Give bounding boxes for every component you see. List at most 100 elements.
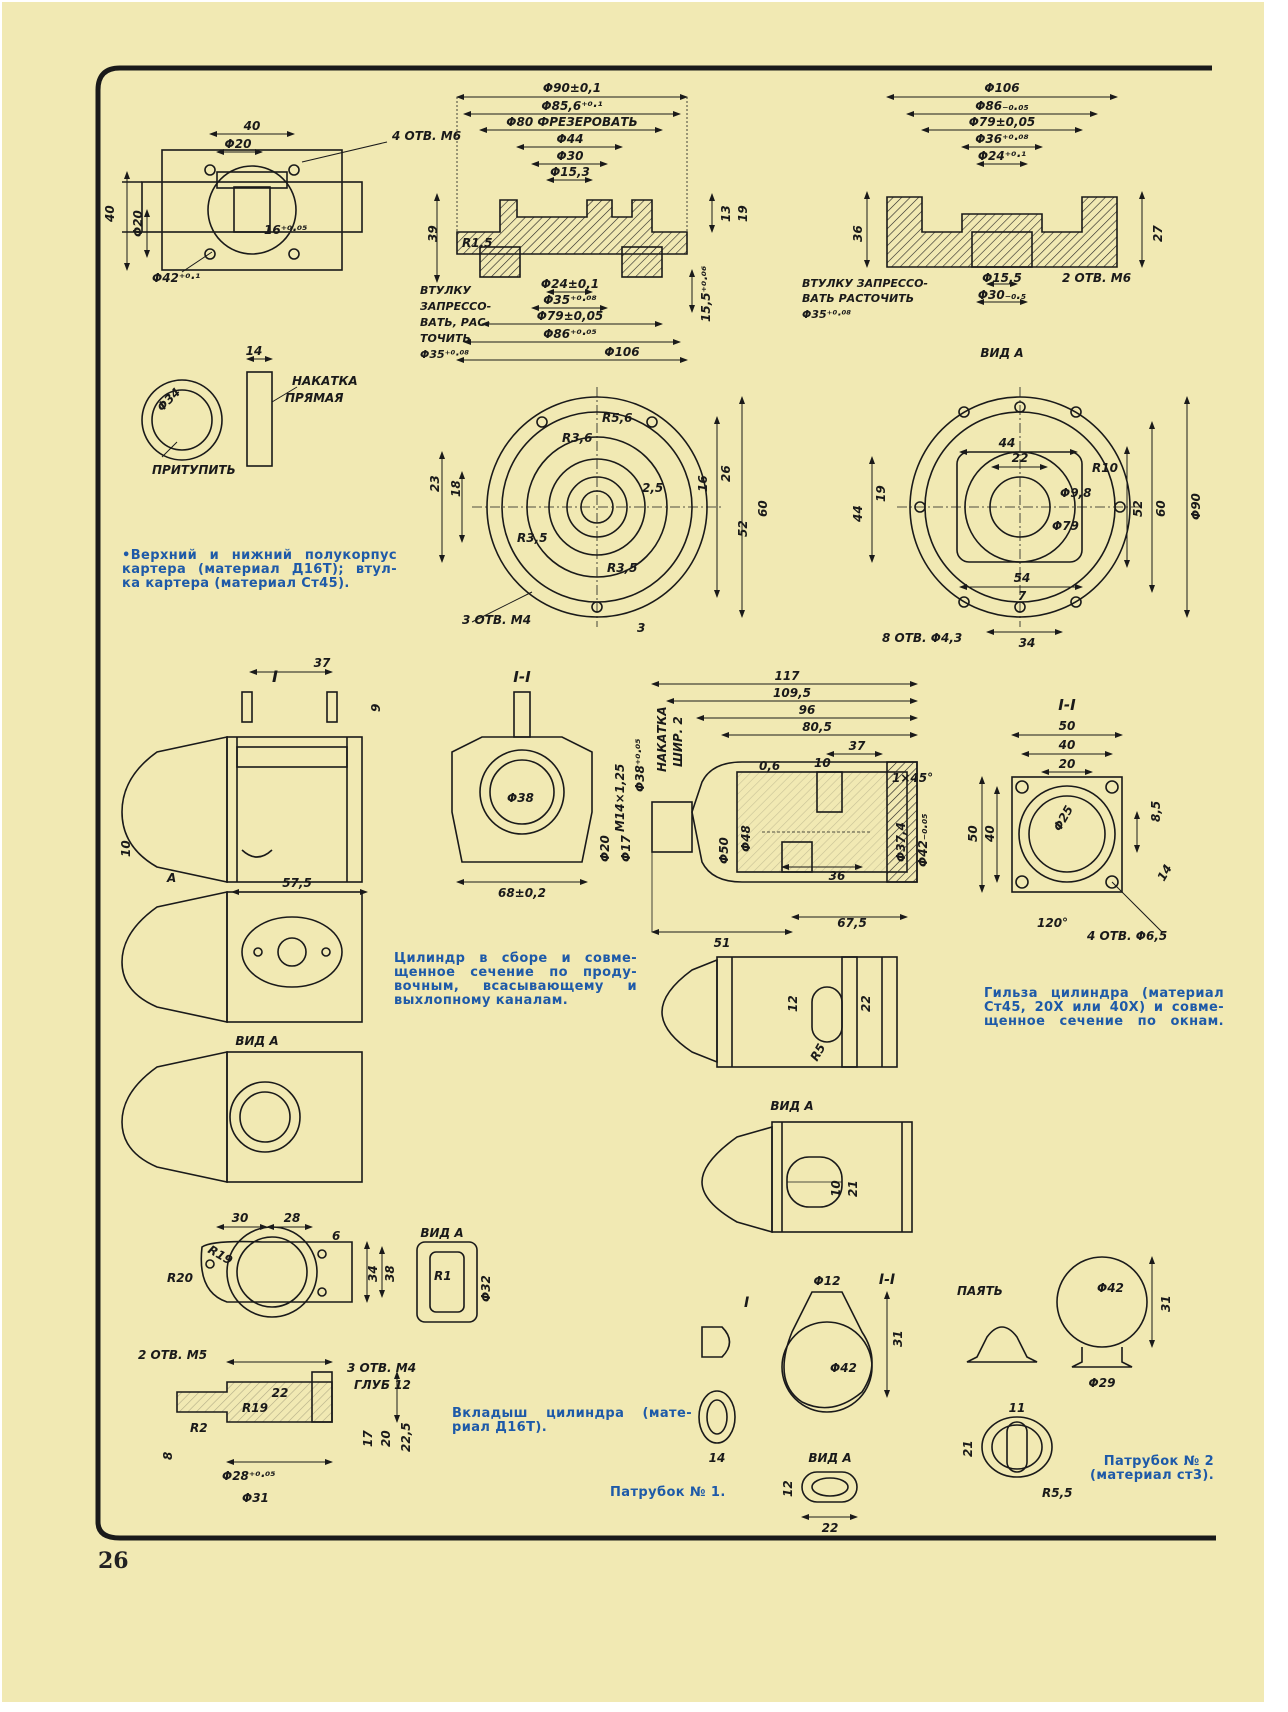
dim-d153: Φ15,3: [550, 165, 590, 179]
i-r19: R19: [206, 1242, 235, 1267]
bush-note-3: ВАТЬ, РАС-: [420, 316, 490, 329]
liner-m14: М14×1,25: [613, 764, 627, 832]
g-120: 120°: [1037, 916, 1068, 930]
r-d155: Φ15,5: [982, 271, 1022, 285]
dim-13: 13: [719, 205, 733, 222]
c-arrow-a: А: [166, 871, 176, 885]
liner-vid-a: ВИД А: [770, 1099, 813, 1113]
liner-10b: 10: [829, 1180, 843, 1197]
knurl-label: НАКАТКА: [292, 374, 358, 388]
g-50v: 50: [966, 825, 980, 842]
i-depth: ГЛУБ 12: [354, 1378, 411, 1392]
liner-d374: Φ37,4: [894, 822, 908, 862]
dim-d86: Φ86⁺⁰·⁰⁵: [543, 327, 597, 341]
dim-39: 39: [426, 225, 440, 242]
liner-section: [651, 681, 918, 1234]
liner-37: 37: [849, 739, 866, 753]
liner-d20: Φ20: [598, 835, 612, 862]
bushing-view: [141, 356, 298, 467]
p-14: 14: [709, 1451, 726, 1465]
dim-d106: Φ106: [604, 345, 639, 359]
r2-r10: R10: [1092, 461, 1118, 475]
r2-44: 44: [998, 436, 1016, 450]
l-25: 2,5: [642, 481, 663, 495]
caption-pipe-1: Патрубок № 1.: [610, 1485, 726, 1500]
r-note-1: ВТУЛКУ ЗАПРЕССО-: [802, 277, 928, 290]
l-52: 52: [736, 520, 750, 537]
liner-675: 67,5: [837, 916, 867, 930]
r-d24: Φ24⁺⁰·¹: [978, 149, 1026, 163]
blunt-label: ПРИТУПИТЬ: [152, 463, 236, 477]
r-vid-a: ВИД А: [980, 346, 1023, 360]
l-r35b: R3,5: [607, 561, 638, 575]
dim-20v: Φ20: [131, 210, 145, 237]
dim-40: 40: [243, 119, 261, 133]
r2-52: 52: [1131, 500, 1145, 517]
r-note-2: ВАТЬ РАСТОЧИТЬ: [802, 292, 914, 305]
g-14: 14: [1154, 862, 1174, 883]
r2-60: 60: [1154, 500, 1168, 517]
c-575: 57,5: [282, 876, 312, 890]
liner-117: 117: [774, 669, 800, 683]
caption-crankcase: •Верхний и нижний полукорпус картера (ма…: [122, 548, 397, 591]
i-b19: R19: [242, 1401, 268, 1415]
i-d28: Φ28⁺⁰·⁰⁵: [222, 1469, 276, 1483]
c-10: 10: [119, 840, 133, 857]
dim-d90: Φ90±0,1: [543, 81, 601, 95]
dimension-labels: 40 Φ20 4 ОТВ. М6 Φ42⁺⁰·¹ 16⁺⁰·⁰⁵ 40 Φ20 …: [103, 81, 1203, 1535]
i-d31: Φ31: [242, 1491, 269, 1505]
r-27: 27: [1151, 225, 1165, 242]
q-solder: ПАЯТЬ: [957, 1284, 1003, 1298]
liner-96: 96: [799, 703, 816, 717]
dim-155: 15,5⁺⁰·⁰⁶: [699, 266, 713, 322]
i-22: 22: [272, 1386, 289, 1400]
liner-145: 1×45°: [892, 771, 933, 785]
i-r2: R2: [190, 1421, 208, 1435]
drawing-sheet: 40 Φ20 4 ОТВ. М6 Φ42⁺⁰·¹ 16⁺⁰·⁰⁵ 40 Φ20 …: [2, 2, 1264, 1702]
i-d32: Φ32: [479, 1275, 493, 1302]
cylinder-section: [451, 691, 593, 885]
crankcase-plan-right: [869, 387, 1190, 635]
dim-19: 19: [736, 205, 750, 222]
dim-d35: Φ35⁺⁰·⁰⁸: [543, 293, 597, 307]
q-21: 21: [961, 1440, 975, 1457]
i-6: 6: [332, 1229, 340, 1243]
l-23: 23: [428, 475, 442, 492]
crankcase-plan-left: [439, 387, 745, 627]
liner-12: 12: [786, 995, 800, 1012]
dim-r15: R1,5: [462, 236, 493, 250]
liner-22: 22: [859, 995, 873, 1012]
i-17: 17: [361, 1430, 375, 1447]
i-28: 28: [284, 1211, 301, 1225]
liner-10: 10: [814, 756, 831, 770]
r2-d79: Φ79: [1052, 519, 1079, 533]
i-30: 30: [232, 1211, 249, 1225]
pipe-2: [966, 1256, 1155, 1478]
g-40v: 40: [983, 825, 997, 843]
liner-knurl: НАКАТКА: [655, 706, 669, 772]
dim-d24: Φ24±0,1: [541, 277, 599, 291]
liner-d50: Φ50: [717, 837, 731, 864]
i-vid-a: ВИД А: [420, 1226, 463, 1240]
dim-20: Φ20: [225, 137, 252, 151]
r2-holes: 8 ОТВ. Φ4,3: [882, 631, 962, 645]
bush-note-4: ТОЧИТЬ: [420, 332, 471, 345]
cylinder-insert: [176, 1224, 478, 1465]
sec-II-label: I-I: [513, 668, 531, 686]
p-vid-a: ВИД А: [808, 1451, 851, 1465]
l-r36: R3,6: [562, 431, 593, 445]
holes-m6: 4 ОТВ. М6: [391, 129, 461, 143]
dim-40v: 40: [103, 205, 117, 223]
c-68: 68±0,2: [498, 886, 546, 900]
l-r35: R3,5: [517, 531, 548, 545]
g-85: 8,5: [1149, 801, 1163, 822]
r2-44v: 44: [851, 505, 865, 523]
liner-d38: Φ38⁺⁰·⁰⁵: [633, 738, 647, 792]
l-r56: R5,6: [602, 411, 633, 425]
cylinder-side-view: [121, 669, 368, 1183]
l-26: 26: [719, 465, 733, 482]
caption-liner: Гильза цилиндра (материал Ст45, 20Х или …: [984, 986, 1224, 1029]
liner-51: 51: [714, 936, 731, 950]
i-holes: 2 ОТВ. М5: [138, 1348, 207, 1362]
r-d86: Φ86₋₀.₀₅: [975, 99, 1029, 113]
